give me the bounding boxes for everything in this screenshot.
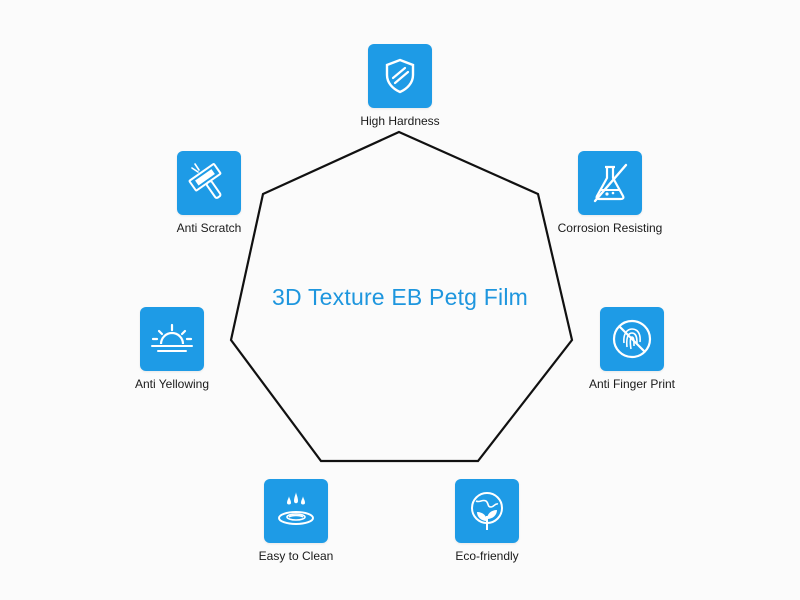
feature-easy-to-clean: Easy to Clean xyxy=(221,479,371,563)
feature-tile xyxy=(368,44,432,108)
feature-eco-friendly: Eco-friendly xyxy=(412,479,562,563)
feature-anti-scratch: Anti Scratch xyxy=(134,151,284,235)
feature-label: Eco-friendly xyxy=(455,549,519,563)
feature-tile xyxy=(455,479,519,543)
feature-label: Anti Scratch xyxy=(176,221,242,235)
sunrise-icon xyxy=(151,323,193,352)
feature-label: Corrosion Resisting xyxy=(557,221,663,235)
shield-icon xyxy=(385,58,415,94)
feature-corrosion-resisting: Corrosion Resisting xyxy=(535,151,685,235)
feature-label: Anti Finger Print xyxy=(588,377,676,391)
scratch-tool-icon xyxy=(188,163,222,199)
diagram-title: 3D Texture EB Petg Film xyxy=(272,284,528,310)
feature-label: Anti Yellowing xyxy=(134,377,210,391)
feature-tile xyxy=(578,151,642,215)
feature-high-hardness: High Hardness xyxy=(325,44,475,128)
feature-tile xyxy=(264,479,328,543)
water-splash-icon xyxy=(278,492,314,525)
feature-label: High Hardness xyxy=(360,114,440,128)
feature-anti-yellowing: Anti Yellowing xyxy=(97,307,247,391)
flask-crossed-icon xyxy=(593,163,628,203)
feature-anti-finger-print: Anti Finger Print xyxy=(557,307,707,391)
feature-tile xyxy=(140,307,204,371)
feature-tile xyxy=(177,151,241,215)
globe-leaf-icon xyxy=(471,492,503,530)
feature-tile xyxy=(600,307,664,371)
feature-label: Easy to Clean xyxy=(258,549,334,563)
fingerprint-crossed-icon xyxy=(612,319,652,359)
